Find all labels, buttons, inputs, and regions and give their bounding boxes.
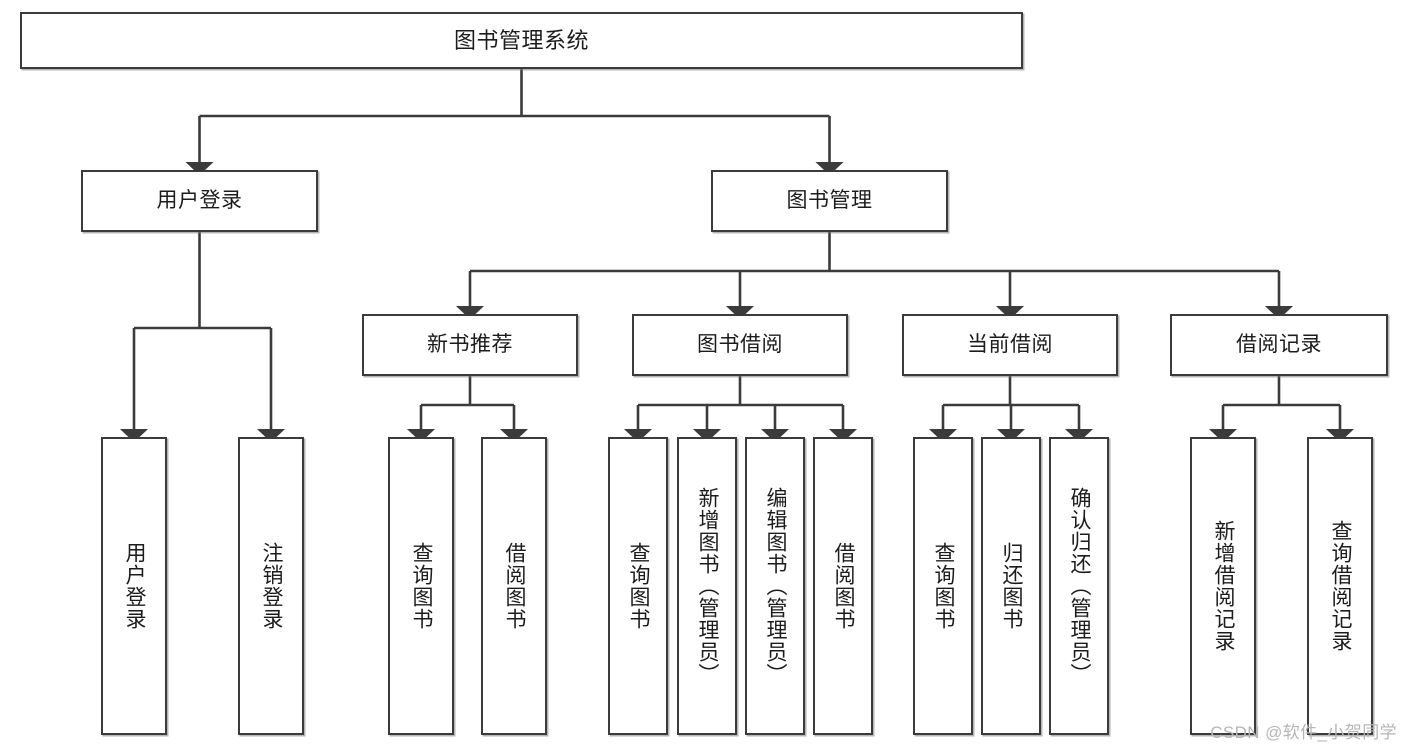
node-borrow-record-label: 借阅记录: [1236, 332, 1322, 356]
node-leaf-borrow-book-b-label: 借阅图书: [832, 542, 856, 630]
node-leaf-add-borrow-record-label: 新增借阅记录: [1212, 520, 1236, 652]
node-book-manage-label: 图书管理: [786, 188, 873, 212]
node-leaf-query-book-c-label: 查询图书: [932, 542, 956, 630]
node-book-manage[interactable]: 图书管理: [711, 170, 948, 232]
node-leaf-user-logout[interactable]: 注销登录: [238, 437, 304, 735]
node-leaf-edit-book-label: 编辑图书（管理员）: [764, 487, 788, 685]
node-user-login[interactable]: 用户登录: [81, 170, 318, 232]
node-leaf-query-borrow-record[interactable]: 查询借阅记录: [1307, 437, 1373, 735]
node-user-login-label: 用户登录: [156, 188, 243, 212]
node-leaf-add-book-label: 新增图书（管理员）: [696, 487, 720, 685]
node-leaf-edit-book[interactable]: 编辑图书（管理员）: [745, 437, 805, 735]
node-borrow-record[interactable]: 借阅记录: [1170, 314, 1388, 376]
node-leaf-user-logout-label: 注销登录: [260, 542, 284, 630]
node-leaf-confirm-return-label: 确认归还（管理员）: [1068, 487, 1092, 685]
node-book-borrow-label: 图书借阅: [697, 332, 783, 356]
node-leaf-borrow-book-a[interactable]: 借阅图书: [481, 437, 547, 735]
node-leaf-query-book-a[interactable]: 查询图书: [388, 437, 454, 735]
node-leaf-borrow-book-b[interactable]: 借阅图书: [813, 437, 873, 735]
node-new-book-recommend[interactable]: 新书推荐: [362, 314, 578, 376]
node-current-borrow[interactable]: 当前借阅: [902, 314, 1118, 376]
node-leaf-borrow-book-a-label: 借阅图书: [503, 542, 527, 630]
node-leaf-query-borrow-record-label: 查询借阅记录: [1329, 520, 1353, 652]
node-book-borrow[interactable]: 图书借阅: [632, 314, 848, 376]
node-leaf-query-book-b[interactable]: 查询图书: [608, 437, 668, 735]
node-leaf-add-book[interactable]: 新增图书（管理员）: [677, 437, 737, 735]
node-leaf-return-book[interactable]: 归还图书: [981, 437, 1041, 735]
node-leaf-query-book-a-label: 查询图书: [410, 542, 434, 630]
node-leaf-query-book-b-label: 查询图书: [627, 542, 651, 630]
node-leaf-user-login[interactable]: 用户登录: [101, 437, 167, 735]
node-leaf-user-login-label: 用户登录: [123, 542, 147, 630]
node-leaf-return-book-label: 归还图书: [1000, 542, 1024, 630]
node-root-label: 图书管理系统: [453, 27, 589, 53]
node-leaf-add-borrow-record[interactable]: 新增借阅记录: [1190, 437, 1256, 735]
node-root[interactable]: 图书管理系统: [20, 12, 1023, 69]
node-new-book-recommend-label: 新书推荐: [427, 332, 513, 356]
node-leaf-query-book-c[interactable]: 查询图书: [913, 437, 973, 735]
csdn-watermark: CSDN @软件_小贺同学: [1210, 723, 1397, 742]
node-leaf-confirm-return[interactable]: 确认归还（管理员）: [1049, 437, 1109, 735]
node-current-borrow-label: 当前借阅: [967, 332, 1053, 356]
